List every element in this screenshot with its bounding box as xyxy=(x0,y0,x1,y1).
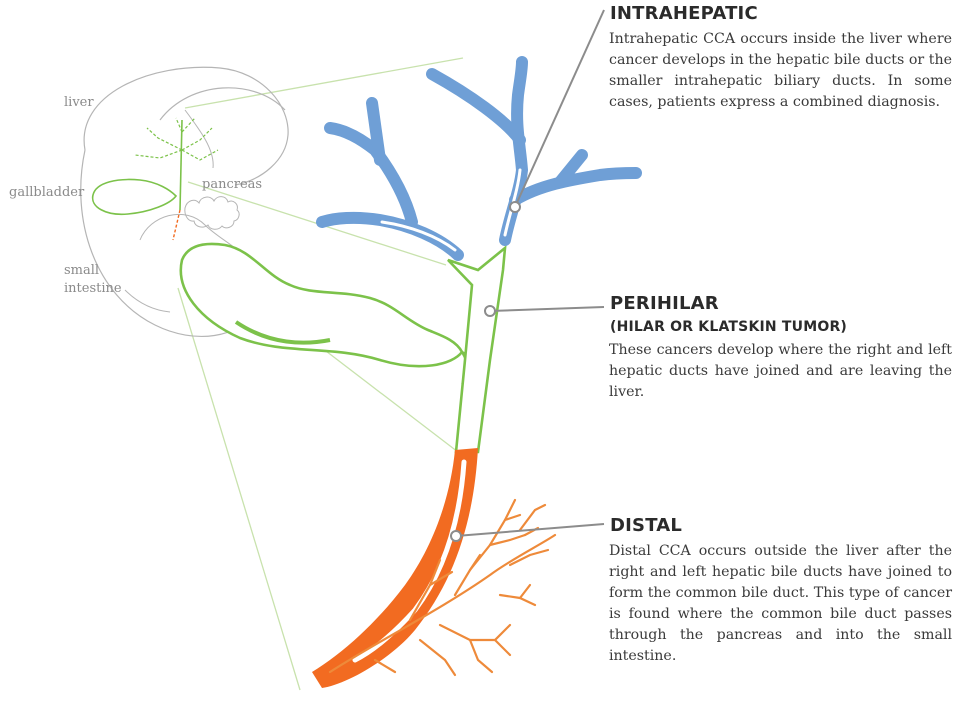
label-small-intestine-line2: intestine xyxy=(64,281,122,296)
perihilar-subtitle: (HILAR OR KLATSKIN TUMOR) xyxy=(610,319,848,335)
zoom-guide-lines xyxy=(177,57,464,691)
intrahepatic-ducts xyxy=(316,56,642,261)
callout-line-intrahepatic xyxy=(514,9,605,208)
marker-intrahepatic xyxy=(509,201,521,213)
intrahepatic-title: INTRAHEPATIC xyxy=(610,3,758,24)
inset-bile-duct xyxy=(179,119,183,211)
liver-outline xyxy=(83,66,289,186)
intrahepatic-description: Intrahepatic CCA occurs inside the liver… xyxy=(609,31,952,110)
gallbladder xyxy=(179,242,471,385)
pancreatic-ducts xyxy=(328,498,557,677)
perihilar-duct xyxy=(447,245,507,454)
marker-distal xyxy=(450,530,462,542)
inset-distal-duct xyxy=(172,209,181,241)
label-small-intestine-line1: small xyxy=(64,263,100,278)
callout-lines xyxy=(450,9,605,542)
label-gallbladder: gallbladder xyxy=(9,185,85,200)
distal-title: DISTAL xyxy=(610,515,683,536)
distal-description: Distal CCA occurs outside the liver afte… xyxy=(609,543,952,664)
marker-perihilar xyxy=(484,305,496,317)
label-liver: liver xyxy=(64,95,94,110)
inset-anatomy xyxy=(80,66,289,337)
liver-inner-line xyxy=(184,109,214,169)
callout-line-perihilar xyxy=(489,306,605,312)
label-pancreas: pancreas xyxy=(202,177,263,192)
pancreas-outline xyxy=(184,196,240,230)
perihilar-title: PERIHILAR xyxy=(610,293,719,314)
inset-intrahepatic-ducts xyxy=(134,117,219,161)
distal-duct xyxy=(312,448,478,688)
callout-line-distal xyxy=(455,523,605,537)
inset-gallbladder xyxy=(91,178,178,216)
liver-lobe-line xyxy=(159,87,286,121)
perihilar-description: These cancers develop where the right an… xyxy=(609,342,952,400)
intestine-loop-line xyxy=(124,289,171,313)
